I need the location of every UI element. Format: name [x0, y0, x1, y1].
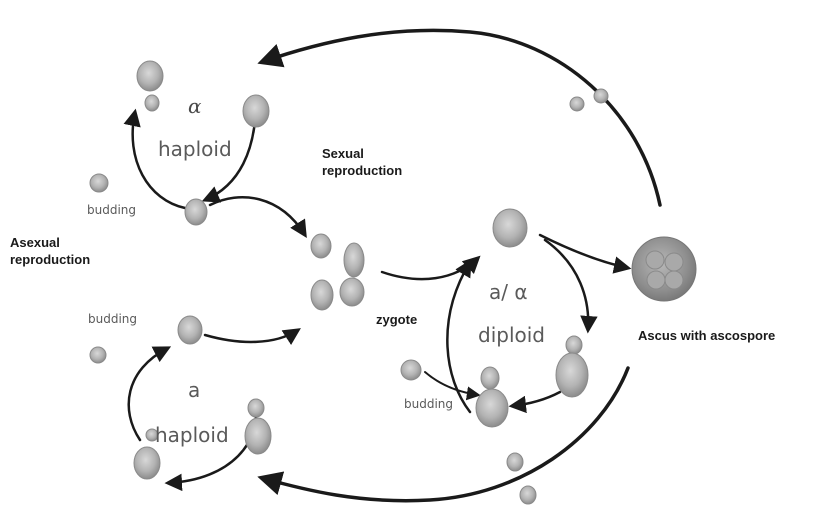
- sexual-reproduction-label-line1: Sexual: [322, 146, 364, 162]
- zygote-cell-1: [311, 234, 331, 258]
- diploid-cell-bottom-bud: [481, 367, 499, 389]
- zygote-label: zygote: [376, 312, 417, 328]
- spore-4: [520, 486, 536, 504]
- budding-left-label: budding: [88, 312, 137, 326]
- budding-top-label: budding: [87, 203, 136, 217]
- sexual-reproduction-label-line2: reproduction: [322, 163, 402, 179]
- asexual-reproduction-label-line2: reproduction: [10, 252, 90, 268]
- diploid-cell-left-small: [401, 360, 421, 380]
- diploid-to-ascus-arrow: [540, 235, 628, 268]
- zygote-cell-4: [340, 278, 364, 306]
- spore-1: [570, 97, 584, 111]
- diploid-cell-top: [493, 209, 527, 247]
- zygote-cell-2: [344, 243, 364, 277]
- asexual-reproduction-label-line1: Asexual: [10, 235, 60, 251]
- diploid-cell-bottom: [476, 389, 508, 427]
- a-cell-right: [245, 418, 271, 454]
- a-mating-type-label: a: [188, 378, 200, 402]
- alpha-mating-type-label: α: [188, 94, 202, 118]
- haploid-alpha-label: haploid: [158, 137, 232, 161]
- diploid-cycle-left-arrow: [447, 262, 470, 412]
- alpha-cell-bottom: [185, 199, 207, 225]
- diploid-cycle-bottom-arrow: [512, 392, 560, 406]
- ascus-label: Ascus with ascospore: [638, 328, 775, 344]
- ascus: [632, 237, 696, 301]
- a-to-zygote-arrow: [205, 330, 298, 342]
- a-cell-budding: [90, 347, 106, 363]
- alpha-cell-top-left-bud: [145, 95, 159, 111]
- diploid-mating-type-label: a/ α: [489, 280, 528, 304]
- diploid-cell-right-bud: [566, 336, 582, 354]
- zygote-cell-3: [311, 280, 333, 310]
- haploid-a-label: haploid: [155, 423, 229, 447]
- alpha-cell-top-left: [137, 61, 163, 91]
- a-cell-bottom: [134, 447, 160, 479]
- alpha-to-zygote-arrow: [210, 197, 305, 235]
- spore-3: [507, 453, 523, 471]
- alpha-cell-budding: [90, 174, 108, 192]
- a-cell-right-bud: [248, 399, 264, 417]
- diploid-label: diploid: [478, 323, 545, 347]
- budding-diploid-label: budding: [404, 397, 453, 411]
- diploid-cell-right: [556, 353, 588, 397]
- a-cell-top: [178, 316, 202, 344]
- alpha-cell-top-right: [243, 95, 269, 127]
- spore-2: [594, 89, 608, 103]
